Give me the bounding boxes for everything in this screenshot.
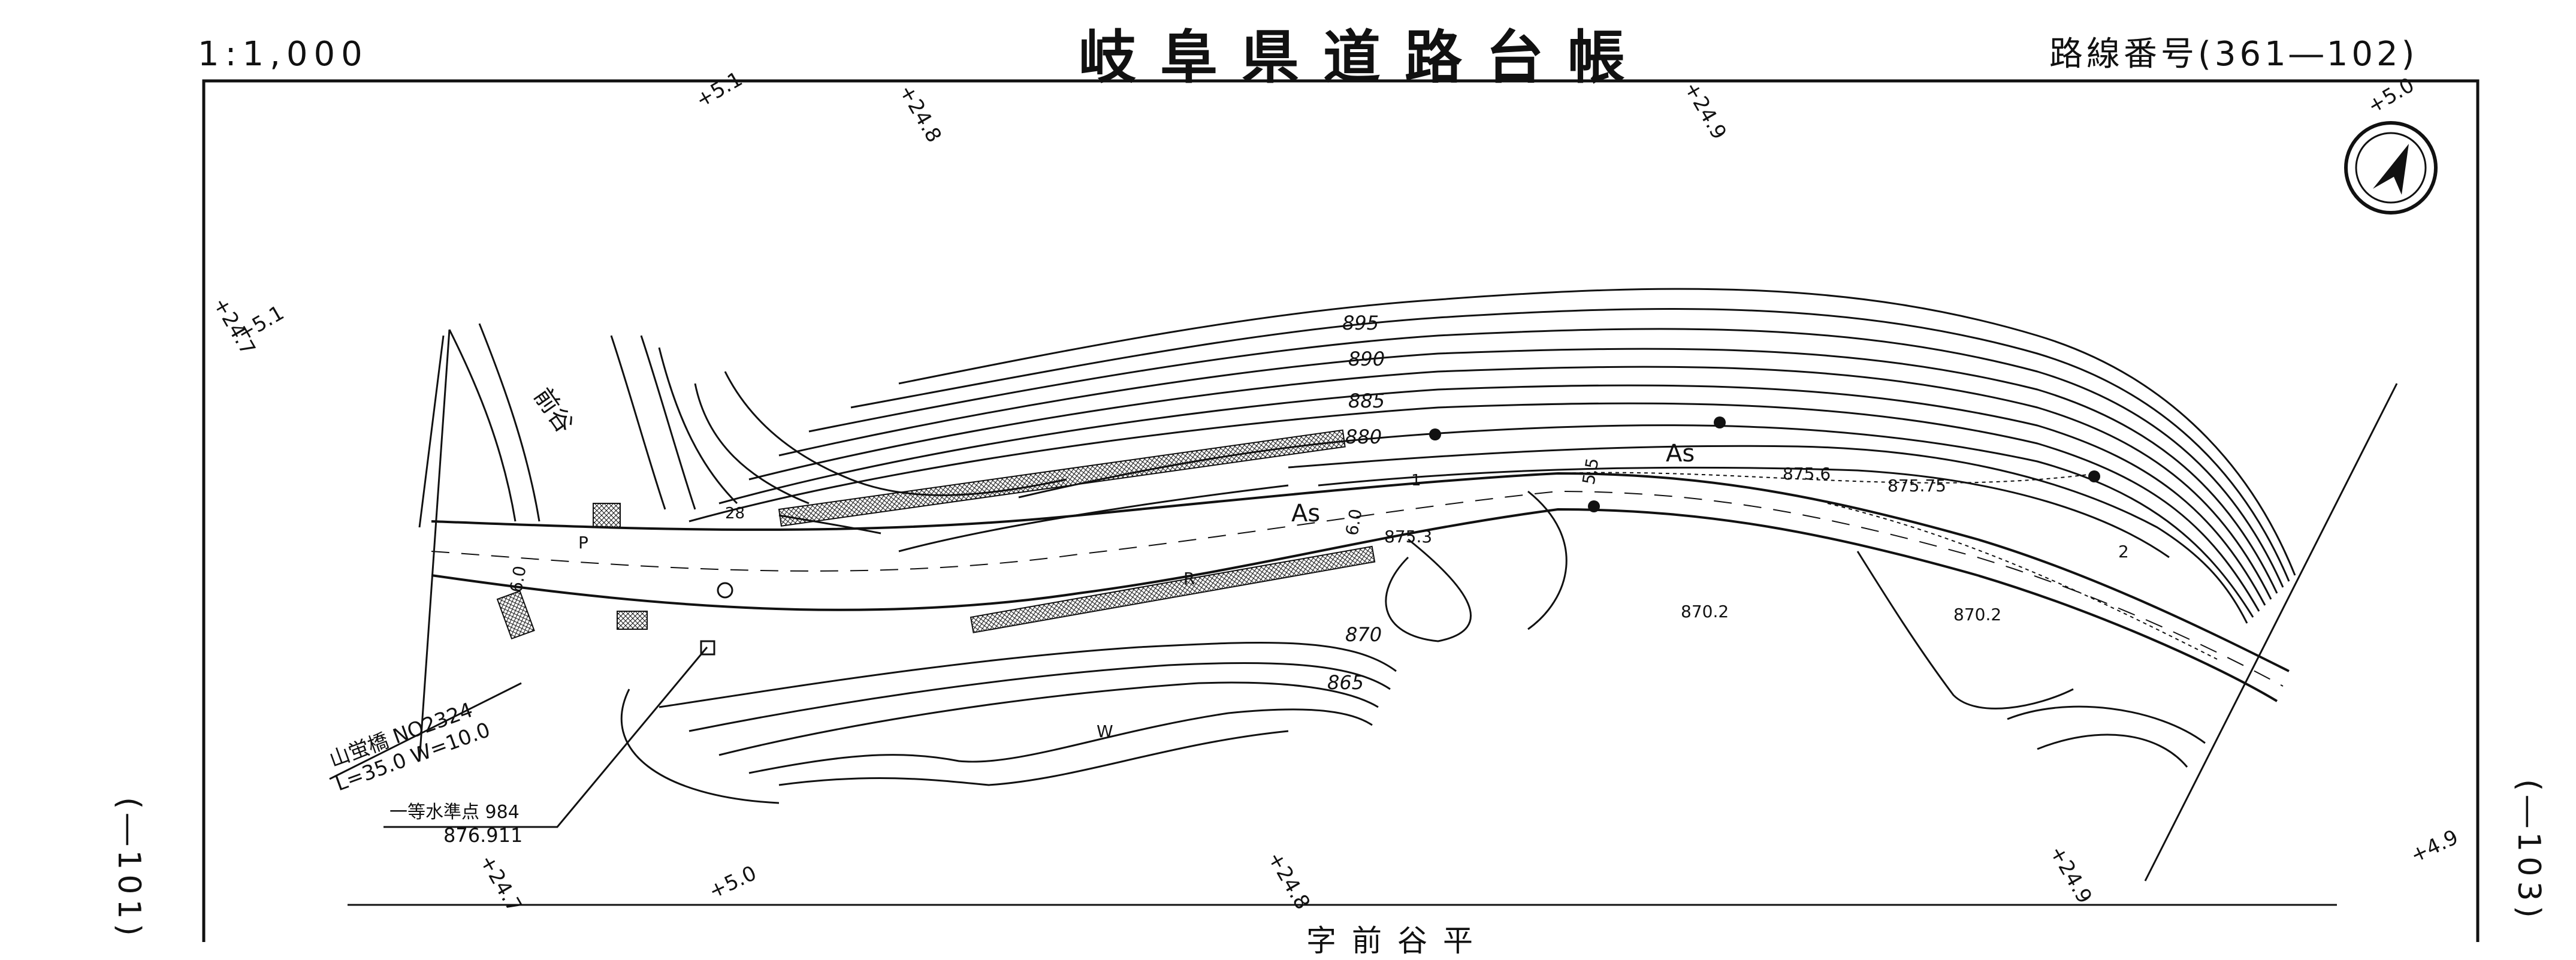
contour-label-865: 865	[1327, 671, 1364, 694]
cut-slope	[1557, 472, 2098, 484]
spot-height-1: 875.3	[1384, 527, 1432, 547]
control-point-2	[1714, 416, 1726, 428]
control-point-4	[1588, 500, 1600, 512]
benchmark-symbol	[700, 640, 715, 656]
station-bottom-c: +24.8	[1263, 848, 1315, 914]
valley-stream	[418, 323, 881, 535]
route-number: 路線番号(361―102)	[2049, 35, 2418, 74]
contour-label-880: 880	[1345, 425, 1382, 448]
contour-label-870: 870	[1345, 623, 1382, 646]
road-label-r1: R	[1183, 569, 1195, 588]
map-scale: 1:1,000	[198, 35, 369, 74]
contour-label-895: 895	[1342, 312, 1379, 334]
spot-height-3: 875.75	[1888, 476, 1946, 496]
station-left-side-b: +5.1	[234, 301, 289, 346]
control-point-1	[1429, 428, 1441, 440]
width-label-2: 6.0	[1342, 508, 1366, 538]
spot-height-2: 875.6	[1783, 464, 1831, 484]
benchmark-elevation: 876.911	[443, 824, 523, 847]
station-top-c: +24.9	[1679, 78, 1731, 144]
station-bottom-right: +4.9	[2407, 825, 2462, 868]
map-frame	[202, 79, 2480, 942]
marker-28: 28	[725, 505, 745, 523]
sheet-edge-left	[418, 329, 451, 762]
contour-lines-north	[658, 288, 2296, 624]
station-bottom-d: +24.9	[2045, 842, 2097, 908]
station-bottom-a: +24.7	[475, 851, 527, 917]
contour-label-890: 890	[1348, 348, 1385, 370]
road-label-w: W	[1097, 721, 1113, 741]
retaining-walls	[496, 429, 1376, 640]
station-bottom-b: +5.0	[705, 861, 760, 904]
contour-label-885: 885	[1348, 390, 1385, 412]
road-edges	[431, 472, 2290, 702]
north-arrow-icon	[2344, 121, 2438, 215]
station-top-a: +5.1	[692, 67, 747, 113]
surface-label-1: As	[1291, 500, 1320, 527]
fill-slope	[1827, 503, 2218, 660]
marker-one: 1	[1411, 472, 1421, 490]
width-label-1: 6.0	[506, 564, 530, 594]
benchmark-name: 一等水準点 984	[389, 802, 520, 823]
station-top-b: +24.8	[894, 81, 946, 147]
road-label-p: P	[578, 533, 588, 553]
sheet-edge-right	[2144, 383, 2398, 881]
spot-height-5: 870.2	[1953, 605, 2001, 624]
width-label-3: 5.5	[1578, 457, 1602, 487]
river-label: 前谷	[529, 383, 579, 438]
bridge-leader	[329, 682, 522, 780]
benchmark-leader	[383, 647, 708, 828]
control-point-3	[2088, 470, 2100, 482]
survey-point	[717, 582, 733, 599]
surface-label-2: As	[1666, 440, 1695, 467]
spot-height-4: 870.2	[1681, 602, 1729, 621]
slope-label: 2	[2118, 542, 2129, 561]
